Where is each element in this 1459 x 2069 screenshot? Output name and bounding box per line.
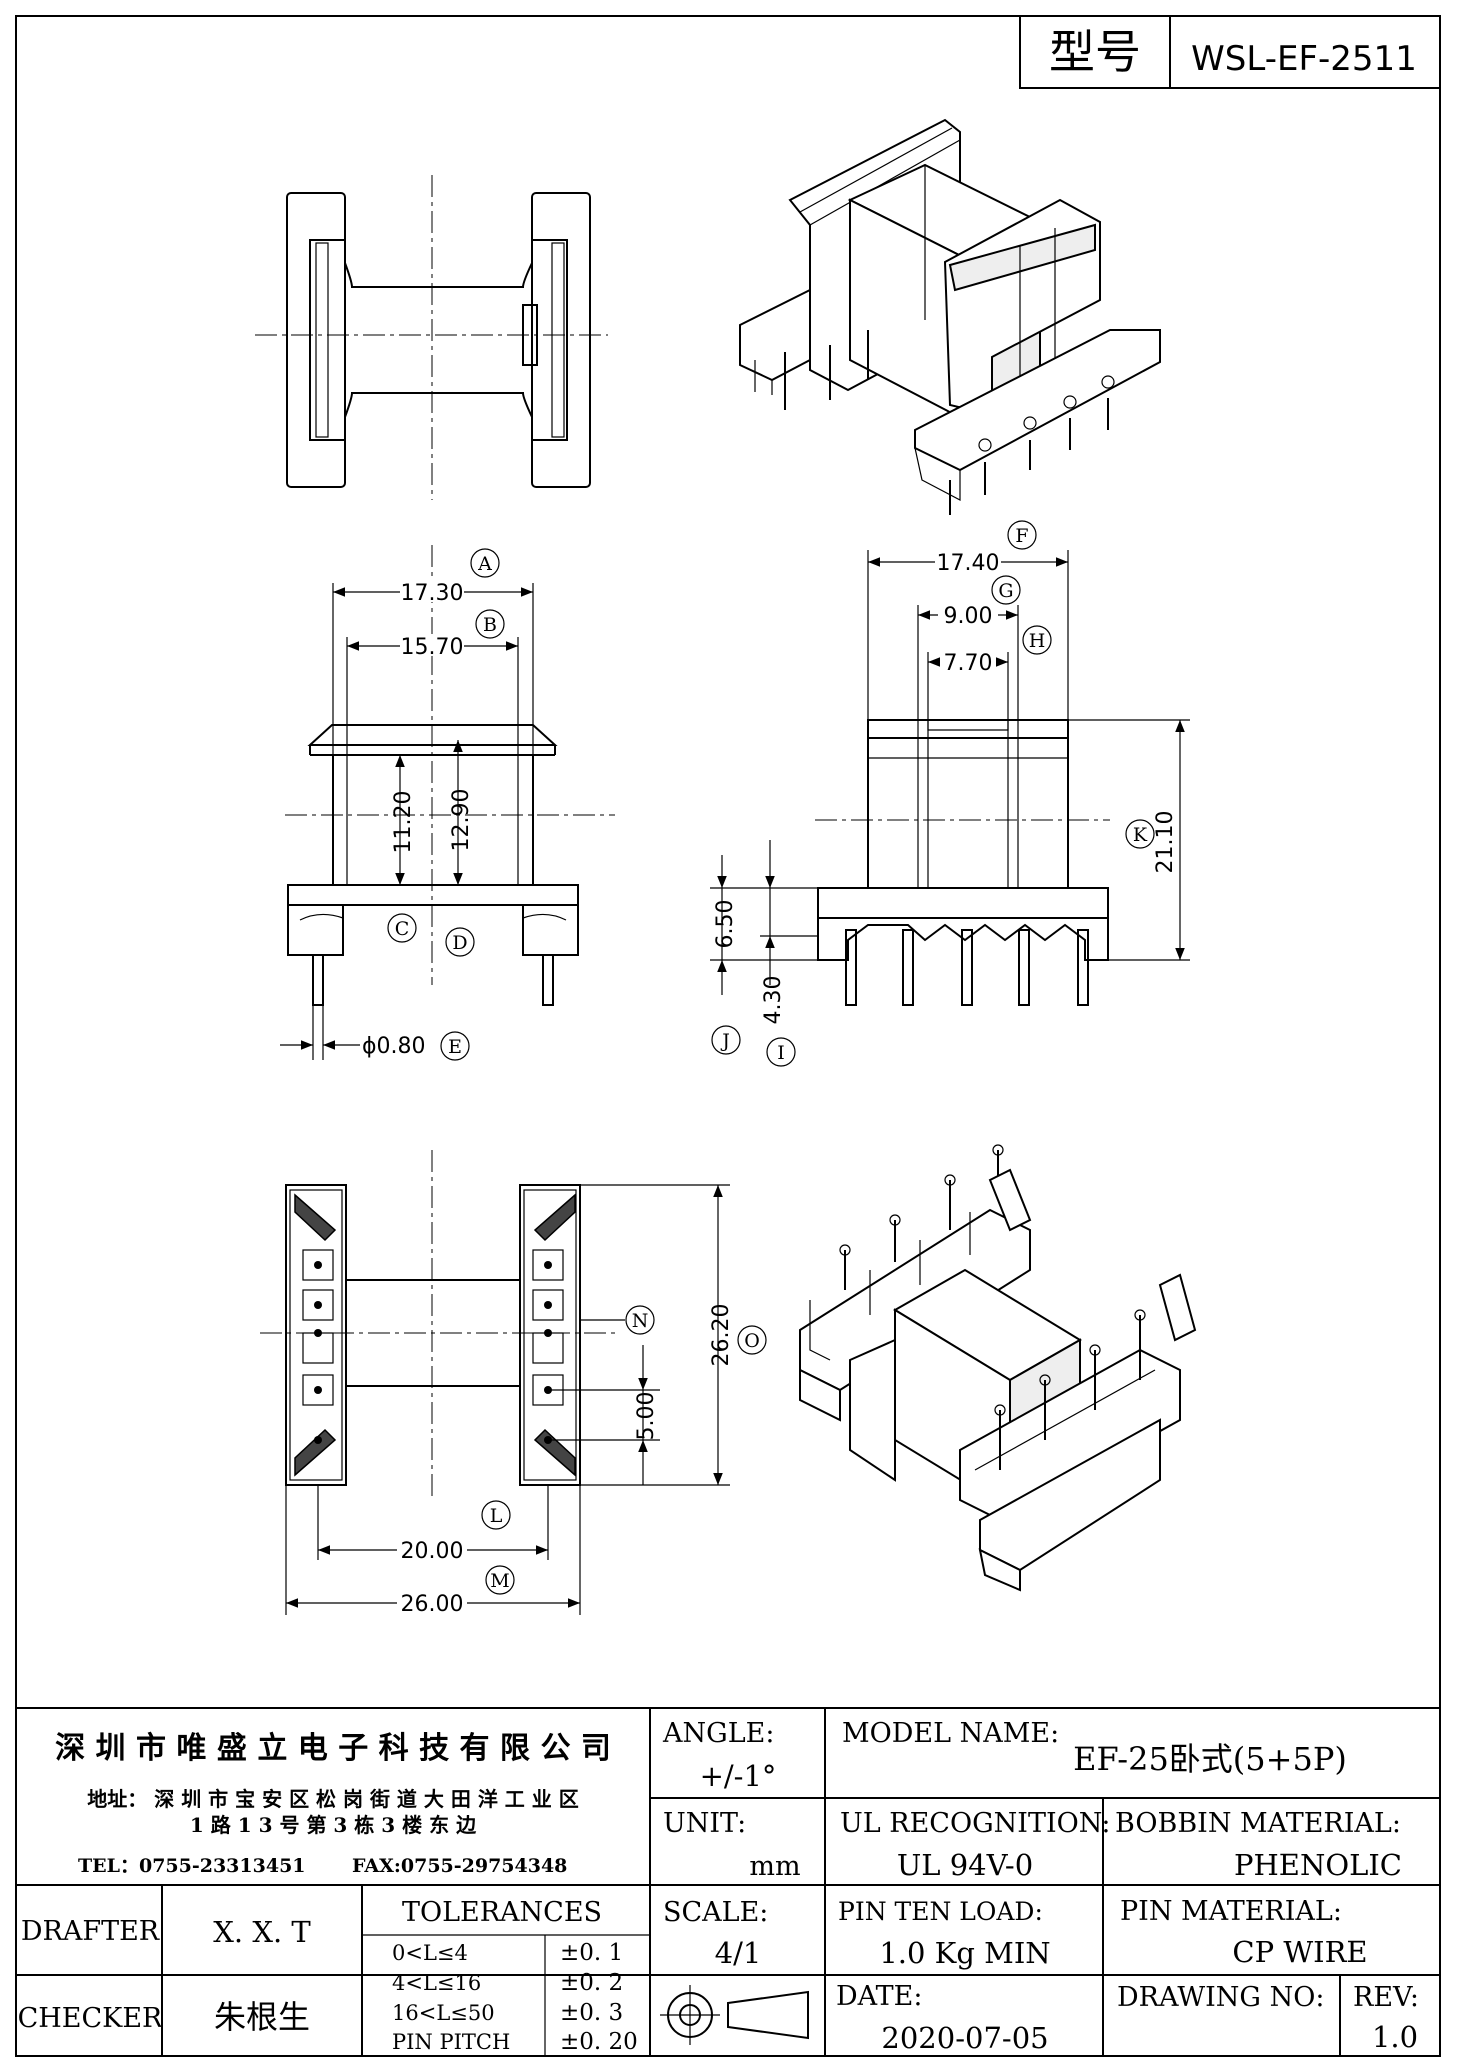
dim-j-callout: J — [720, 1030, 730, 1052]
view-side-f-k: F 17.40 G 9.00 H 7.70 K 21.10 6.50 J — [710, 520, 1190, 1067]
model-name-label: MODEL NAME: — [842, 1718, 1059, 1749]
dim-b-callout: B — [483, 614, 497, 636]
dim-f-value: 17.40 — [937, 551, 1000, 576]
dim-k-value: 21.10 — [1153, 811, 1178, 874]
dim-g-value: 9.00 — [944, 604, 993, 629]
ul-value: UL 94V-0 — [897, 1848, 1033, 1882]
dim-d-callout: D — [452, 932, 467, 954]
dim-c-callout: C — [395, 918, 410, 940]
dim-i-value: 4.30 — [761, 976, 786, 1025]
dim-n-callout: N — [632, 1310, 649, 1332]
checker-value: 朱根生 — [214, 1998, 310, 2036]
address-line-2: 1 路 1 3 号 第 3 栋 3 楼 东 边 — [190, 1813, 477, 1837]
dim-j-value: 6.50 — [713, 900, 738, 949]
unit-value: mm — [749, 1851, 800, 1882]
bobbin-value: PHENOLIC — [1234, 1848, 1402, 1882]
dim-l-value: 20.00 — [401, 1539, 464, 1564]
fax-value: FAX:0755-29754348 — [352, 1855, 567, 1877]
dim-f-callout: F — [1015, 525, 1028, 547]
checker-label: CHECKER — [18, 2003, 163, 2034]
dim-d-value: 12.90 — [449, 789, 474, 852]
pin-material-label: PIN MATERIAL: — [1120, 1896, 1342, 1927]
dim-m-value: 26.00 — [401, 1592, 464, 1617]
dim-m-callout: M — [490, 1570, 509, 1592]
dim-o-callout: O — [744, 1330, 760, 1352]
angle-value: +/-1° — [700, 1759, 777, 1793]
title-block: 深 圳 市 唯 盛 立 电 子 科 技 有 限 公 司 地址： 深 圳 市 宝 … — [15, 1707, 1441, 2057]
tel-value: TEL：0755-23313451 — [78, 1855, 306, 1877]
dim-g-callout: G — [998, 580, 1013, 602]
view-top-outline — [255, 175, 608, 500]
date-label: DATE: — [836, 1981, 922, 2012]
scale-value: 4/1 — [715, 1936, 762, 1970]
drawing-no-label: DRAWING NO: — [1117, 1982, 1324, 2013]
pin-load-label: PIN TEN LOAD: — [838, 1897, 1043, 1926]
bobbin-label: BOBBIN MATERIAL: — [1115, 1808, 1401, 1839]
tolerances-label: TOLERANCES — [402, 1897, 602, 1928]
pin-material-value: CP WIRE — [1232, 1935, 1367, 1969]
unit-label: UNIT: — [663, 1808, 746, 1839]
ul-label: UL RECOGNITION: — [840, 1808, 1111, 1839]
dim-h-value: 7.70 — [944, 651, 993, 676]
model-label: 型号 — [1049, 25, 1141, 79]
tol-value-2: ±0. 3 — [560, 2000, 623, 2026]
model-value: WSL-EF-2511 — [1191, 39, 1417, 79]
tol-value-1: ±0. 2 — [560, 1970, 623, 1996]
drafter-value: X. X. T — [213, 1915, 311, 1949]
tol-range-1: 4<L≤16 — [392, 1971, 481, 1995]
date-value: 2020-07-05 — [881, 2021, 1048, 2055]
drafter-label: DRAFTER — [21, 1916, 160, 1947]
model-header: 型号 WSL-EF-2511 — [1019, 15, 1441, 89]
dim-l-callout: L — [490, 1505, 503, 1527]
dim-h-callout: H — [1029, 630, 1046, 652]
tol-value-3: ±0. 20 — [560, 2029, 638, 2055]
dim-a-callout: A — [477, 553, 492, 575]
dim-k-callout: K — [1133, 824, 1148, 846]
tol-value-0: ±0. 1 — [560, 1940, 623, 1966]
view-isometric-bottom — [799, 1144, 1197, 1592]
dim-o-value: 26.20 — [709, 1304, 734, 1367]
tol-range-0: 0<L≤4 — [392, 1941, 468, 1965]
rev-label: REV: — [1353, 1982, 1419, 2013]
dim-e-value: ϕ0.80 — [362, 1034, 426, 1059]
view-isometric-top — [739, 118, 1161, 515]
dim-n-value: 5.00 — [634, 1392, 659, 1441]
dim-e-callout: E — [448, 1036, 462, 1058]
company-name: 深 圳 市 唯 盛 立 电 子 科 技 有 限 公 司 — [55, 1731, 611, 1766]
dim-b-value: 15.70 — [401, 635, 464, 660]
dim-i-callout: I — [777, 1042, 785, 1064]
tol-range-3: PIN PITCH — [392, 2030, 510, 2054]
pin-load-value: 1.0 Kg MIN — [879, 1936, 1050, 1970]
pin-cells-right — [532, 1193, 576, 1477]
view-front-a-e: A 17.30 B 15.70 11.20 C 12.90 D ϕ0.80 E — [280, 545, 615, 1061]
dim-a-value: 17.30 — [401, 581, 464, 606]
rev-value: 1.0 — [1372, 2020, 1418, 2054]
angle-label: ANGLE: — [662, 1718, 774, 1749]
address-line-1: 地址： 深 圳 市 宝 安 区 松 岗 街 道 大 田 洋 工 业 区 — [87, 1787, 578, 1811]
tol-range-2: 16<L≤50 — [392, 2001, 495, 2025]
view-bottom-l-o: 26.20 5.00 N 20.00 L 26.00 M O — [260, 1150, 767, 1617]
model-name-value: EF-25卧式(5+5P) — [1073, 1740, 1347, 1778]
projection-symbol-icon — [660, 1985, 809, 2045]
scale-label: SCALE: — [663, 1897, 768, 1928]
pin-cells-left — [294, 1193, 337, 1477]
dim-c-value: 11.20 — [391, 791, 416, 854]
